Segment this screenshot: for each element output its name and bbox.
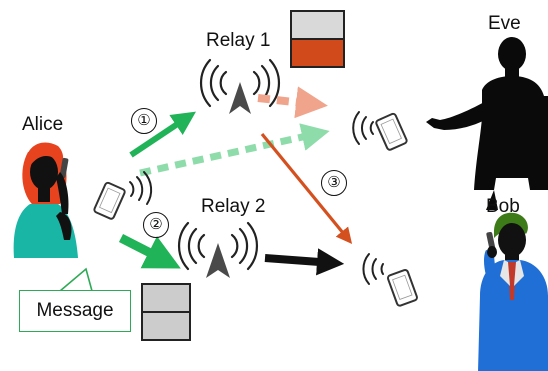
message-callout-tail	[59, 267, 93, 292]
message-callout-text: Message	[36, 300, 114, 321]
alice-to-eve-dashed-arrow	[139, 123, 330, 177]
alice-to-relay2-arrow	[118, 233, 181, 269]
alice-to-relay1-arrow	[129, 111, 196, 158]
eve-label: Eve	[488, 13, 521, 34]
bob-signal-waves-icon	[362, 253, 384, 285]
relay2-signal-waves-icon	[178, 221, 258, 271]
message-callout: Message	[19, 290, 131, 332]
step-1-marker: ①	[131, 108, 157, 134]
alice-person-silhouette-icon	[13, 142, 78, 258]
relay2-label: Relay 2	[201, 196, 266, 217]
bob-label: Bob	[486, 196, 520, 217]
eve-signal-waves-icon	[352, 111, 374, 145]
alice-smartphone-icon	[93, 181, 126, 220]
alice-message-box	[141, 283, 191, 341]
relay1-tower-icon	[229, 82, 251, 114]
relay1-label: Relay 1	[206, 30, 271, 51]
alice-label: Alice	[22, 114, 64, 135]
eve-smartphone-icon	[375, 112, 408, 151]
alice-signal-waves-icon	[129, 171, 153, 205]
step-2-marker: ②	[143, 212, 169, 238]
bob-person-silhouette-icon	[478, 212, 548, 371]
step-3-marker: ③	[321, 170, 347, 196]
relay1-to-eve-dashed-arrow	[257, 86, 328, 119]
relay1-message-box	[290, 10, 345, 68]
relay2-to-bob-arrow	[264, 248, 345, 276]
bob-smartphone-icon	[386, 269, 418, 307]
relay2-tower-icon	[206, 243, 230, 278]
relay1-to-bob-arrow	[260, 132, 353, 244]
eve-person-silhouette-icon	[426, 37, 548, 210]
relay1-signal-waves-icon	[200, 58, 280, 108]
